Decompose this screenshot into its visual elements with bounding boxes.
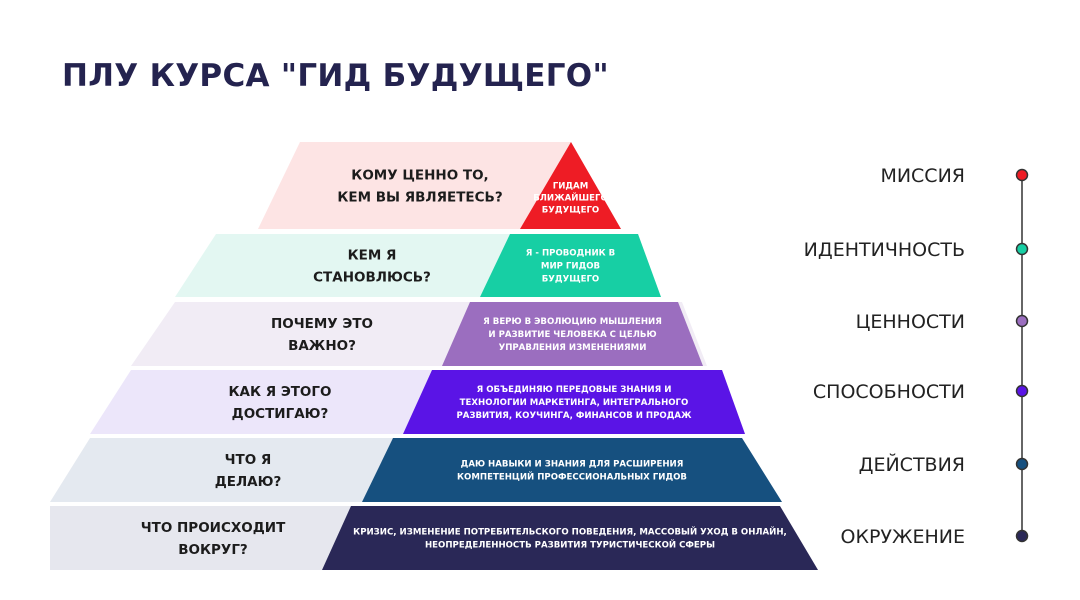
pyramid-level: КАК Я ЭТОГО ДОСТИГАЮ? Я ОБЪЕДИНЯЮ ПЕРЕДОВЫ… bbox=[90, 370, 745, 434]
level-answer-shape bbox=[403, 370, 745, 434]
level-answer: НЕОПРЕДЕЛЕННОСТЬ РАЗВИТИЯ ТУРИСТИЧЕСКОЙ … bbox=[425, 539, 715, 551]
level-answer: БЛИЖАЙШЕГО bbox=[533, 192, 608, 204]
level-question: ДОСТИГАЮ? bbox=[232, 406, 329, 422]
level-answer: Я ВЕРЮ В ЭВОЛЮЦИЮ МЫШЛЕНИЯ bbox=[483, 317, 662, 327]
level-answer: ГИДАМ bbox=[553, 182, 589, 192]
pyramid-level: КОМУ ЦЕННО ТО, КЕМ ВЫ ЯВЛЯЕТЕСЬ? ГИДАМБЛИЖ… bbox=[258, 142, 621, 229]
level-label: СПОСОБНОСТИ bbox=[813, 381, 965, 403]
level-answer: БУДУЩЕГО bbox=[542, 275, 600, 285]
level-answer: ТЕХНОЛОГИИ МАРКЕТИНГА, ИНТЕГРАЛЬНОГО bbox=[460, 398, 689, 408]
level-question: ДЕЛАЮ? bbox=[215, 474, 282, 490]
timeline-dot-icon bbox=[1015, 168, 1029, 182]
level-label: ИДЕНТИЧНОСТЬ bbox=[804, 239, 965, 261]
pyramid-level: ЧТО Я ДЕЛАЮ? ДАЮ НАВЫКИ И ЗНАНИЯ ДЛЯ РАСШИ… bbox=[50, 438, 782, 502]
level-question: КАК Я ЭТОГО bbox=[229, 384, 332, 400]
level-answer-shape bbox=[362, 438, 782, 502]
level-answer-shape bbox=[480, 234, 661, 297]
level-answer: Я - ПРОВОДНИК В bbox=[526, 249, 615, 259]
level-answer: И РАЗВИТИЕ ЧЕЛОВЕКА С ЦЕЛЬЮ bbox=[488, 330, 656, 340]
timeline-dot-icon bbox=[1015, 457, 1029, 471]
level-answer: КРИЗИС, ИЗМЕНЕНИЕ ПОТРЕБИТЕЛЬСКОГО ПОВЕД… bbox=[353, 526, 787, 538]
page-title: ПЛУ КУРСА "ГИД БУДУЩЕГО" bbox=[62, 58, 609, 94]
level-label: МИССИЯ bbox=[880, 165, 965, 187]
level-answer: Я ОБЪЕДИНЯЮ ПЕРЕДОВЫЕ ЗНАНИЯ И bbox=[477, 385, 672, 395]
timeline-dot-icon bbox=[1015, 529, 1029, 543]
level-question: ВАЖНО? bbox=[288, 338, 356, 354]
level-question: КОМУ ЦЕННО ТО, bbox=[351, 168, 488, 184]
pyramid-level: ПОЧЕМУ ЭТО ВАЖНО? Я ВЕРЮ В ЭВОЛЮЦИЮ МЫШЛЕН… bbox=[131, 302, 707, 366]
level-background bbox=[258, 142, 621, 229]
level-question: КЕМ Я bbox=[348, 248, 397, 264]
timeline-dot-icon bbox=[1015, 384, 1029, 398]
level-question: ЧТО Я bbox=[225, 452, 272, 468]
level-answer: УПРАВЛЕНИЯ ИЗМЕНЕНИЯМИ bbox=[499, 343, 647, 353]
level-label: ЦЕННОСТИ bbox=[856, 311, 965, 333]
level-question: СТАНОВЛЮСЬ? bbox=[313, 270, 431, 286]
timeline-dot-icon bbox=[1015, 314, 1029, 328]
level-answer-shape bbox=[520, 142, 621, 229]
level-answer: РАЗВИТИЯ, КОУЧИНГА, ФИНАНСОВ И ПРОДАЖ bbox=[456, 411, 692, 421]
level-question: ПОЧЕМУ ЭТО bbox=[271, 316, 373, 332]
level-answer-shape bbox=[442, 302, 703, 366]
pyramid-level: ЧТО ПРОИСХОДИТ ВОКРУГ? КРИЗИС, ИЗМЕНЕНИЕ П… bbox=[50, 506, 818, 570]
level-answer: МИР ГИДОВ bbox=[541, 262, 600, 272]
level-answer: БУДУЩЕГО bbox=[542, 206, 600, 216]
level-answer: ДАЮ НАВЫКИ И ЗНАНИЯ ДЛЯ РАСШИРЕНИЯ bbox=[461, 460, 684, 470]
pyramid-level: КЕМ Я СТАНОВЛЮСЬ? Я - ПРОВОДНИК В МИР ГИДОВ… bbox=[175, 234, 661, 297]
level-question: ЧТО ПРОИСХОДИТ bbox=[141, 520, 286, 536]
level-question: КЕМ ВЫ ЯВЛЯЕТЕСЬ? bbox=[337, 190, 502, 206]
timeline-dot-icon bbox=[1015, 242, 1029, 256]
level-question: ВОКРУГ? bbox=[178, 542, 248, 558]
level-label: ОКРУЖЕНИЕ bbox=[841, 526, 965, 548]
level-answer-shape bbox=[322, 506, 818, 570]
level-answer: КОМПЕТЕНЦИЙ ПРОФЕССИОНАЛЬНЫХ ГИДОВ bbox=[457, 471, 687, 483]
level-label: ДЕЙСТВИЯ bbox=[859, 453, 965, 476]
